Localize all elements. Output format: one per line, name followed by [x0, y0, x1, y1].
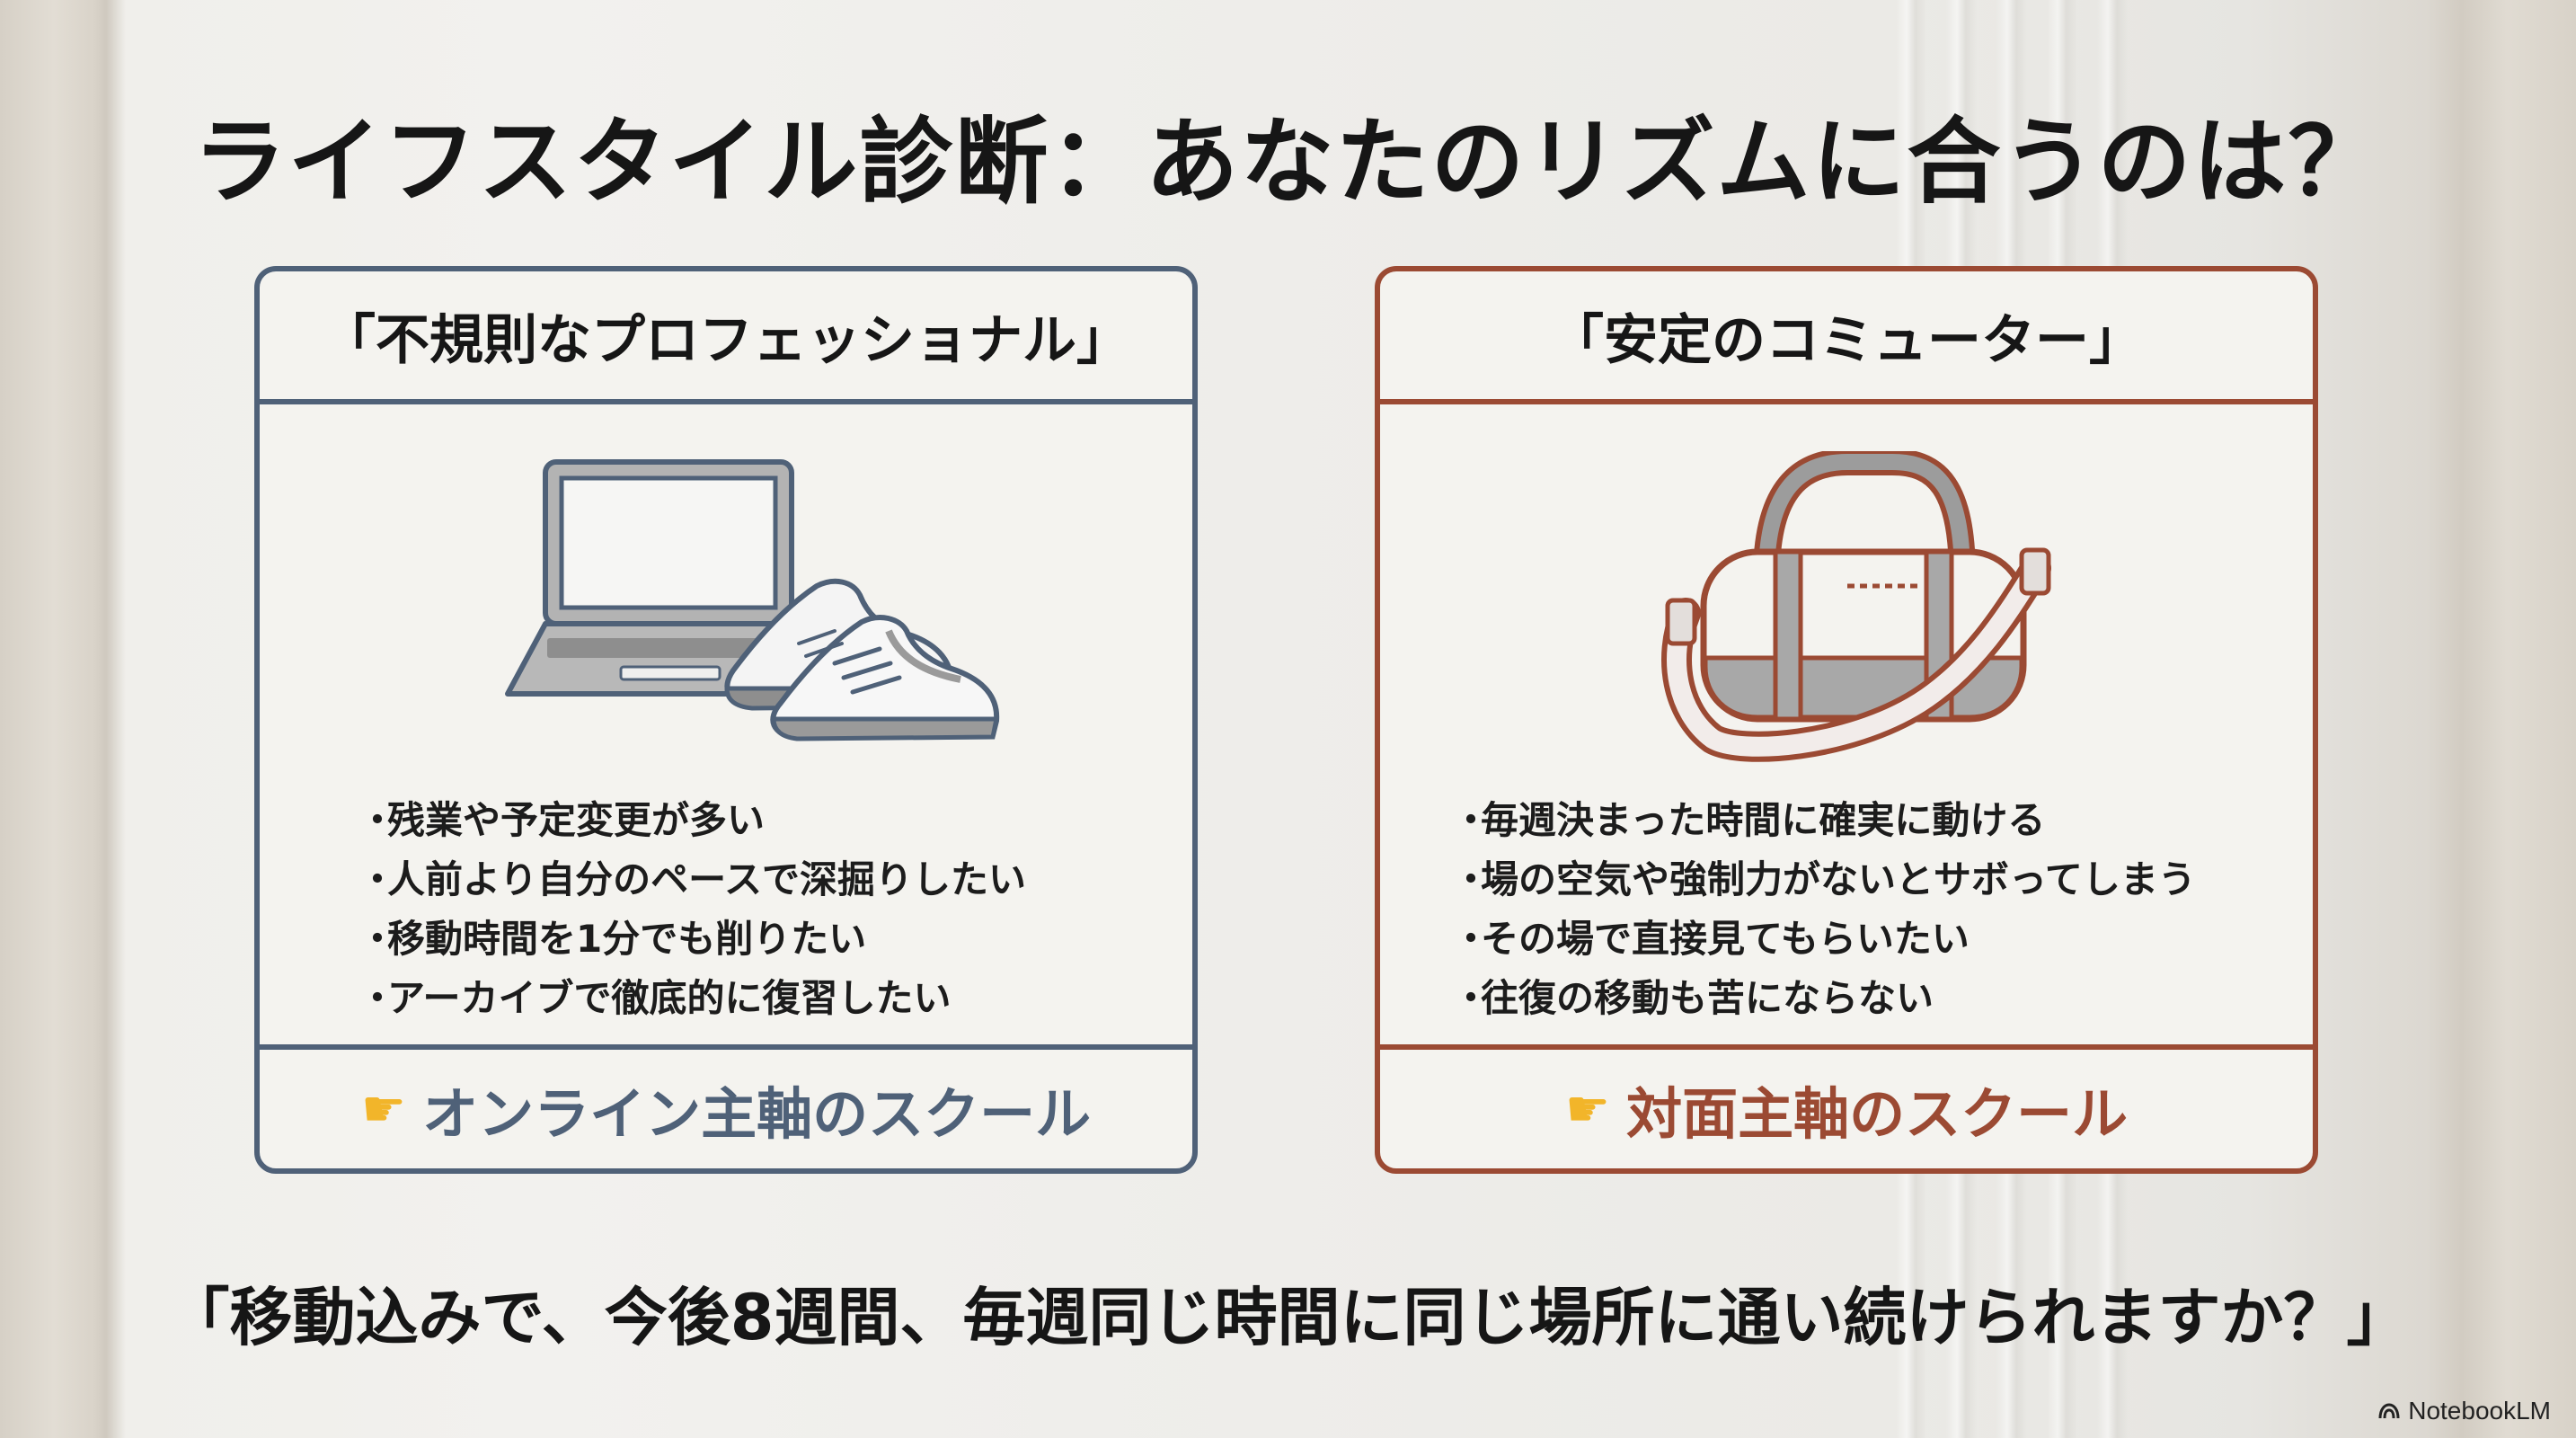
result-text: 対面主軸のスクール [1626, 1081, 2129, 1147]
duffel-bag-icon [1661, 448, 2051, 762]
result-label: ☛ オンライン主軸のスクール [260, 1044, 1192, 1168]
pointing-hand-icon: ☛ [360, 1079, 407, 1139]
page-title: ライフスタイル診断：あなたのリズムに合うのは？ [192, 107, 2384, 217]
card-heading: 「不規則なプロフェッショナル」 [260, 271, 1192, 404]
pointing-hand-icon: ☛ [1564, 1079, 1611, 1139]
list-item: ・移動時間を1分でも削りたい [359, 917, 867, 961]
card-offline: 「安定のコミューター」 ・毎週決まった時間に確実に動ける ・場の空気や強制力がな… [1375, 266, 2318, 1174]
list-item: ・アーカイブで徹底的に復習したい [359, 976, 952, 1020]
card-heading: 「安定のコミューター」 [1380, 271, 2313, 404]
card-illustration [260, 451, 1192, 1026]
card-illustration [1380, 448, 2313, 1026]
watermark-text: NotebookLM [2408, 1397, 2551, 1425]
list-item: ・残業や予定変更が多い [359, 798, 766, 842]
list-item: ・人前より自分のペースで深掘りしたい [359, 857, 1027, 901]
card-online: 「不規則なプロフェッショナル」 ・残業や予定変更が多い ・人前より自分のペ [254, 266, 1198, 1174]
sneakers-icon [724, 578, 1000, 741]
notebooklm-logo-icon [2378, 1403, 2400, 1419]
feature-list: ・残業や予定変更が多い ・人前より自分のペースで深掘りしたい ・移動時間を1分で… [359, 791, 1026, 1028]
result-text: オンライン主軸のスクール [422, 1081, 1092, 1147]
closing-question: 「移動込みで、今後8週間、毎週同じ時間に同じ場所に通い続けられますか？」 [166, 1281, 2410, 1354]
list-item: ・その場で直接見てもらいたい [1452, 917, 1970, 961]
list-item: ・毎週決まった時間に確実に動ける [1452, 798, 2046, 842]
list-item: ・場の空気や強制力がないとサボってしまう [1452, 857, 2196, 901]
watermark: NotebookLM [2377, 1397, 2551, 1425]
result-label: ☛ 対面主軸のスクール [1380, 1044, 2313, 1168]
feature-list: ・毎週決まった時間に確実に動ける ・場の空気や強制力がないとサボってしまう ・そ… [1452, 791, 2196, 1028]
list-item: ・往復の移動も苦にならない [1452, 976, 1934, 1020]
